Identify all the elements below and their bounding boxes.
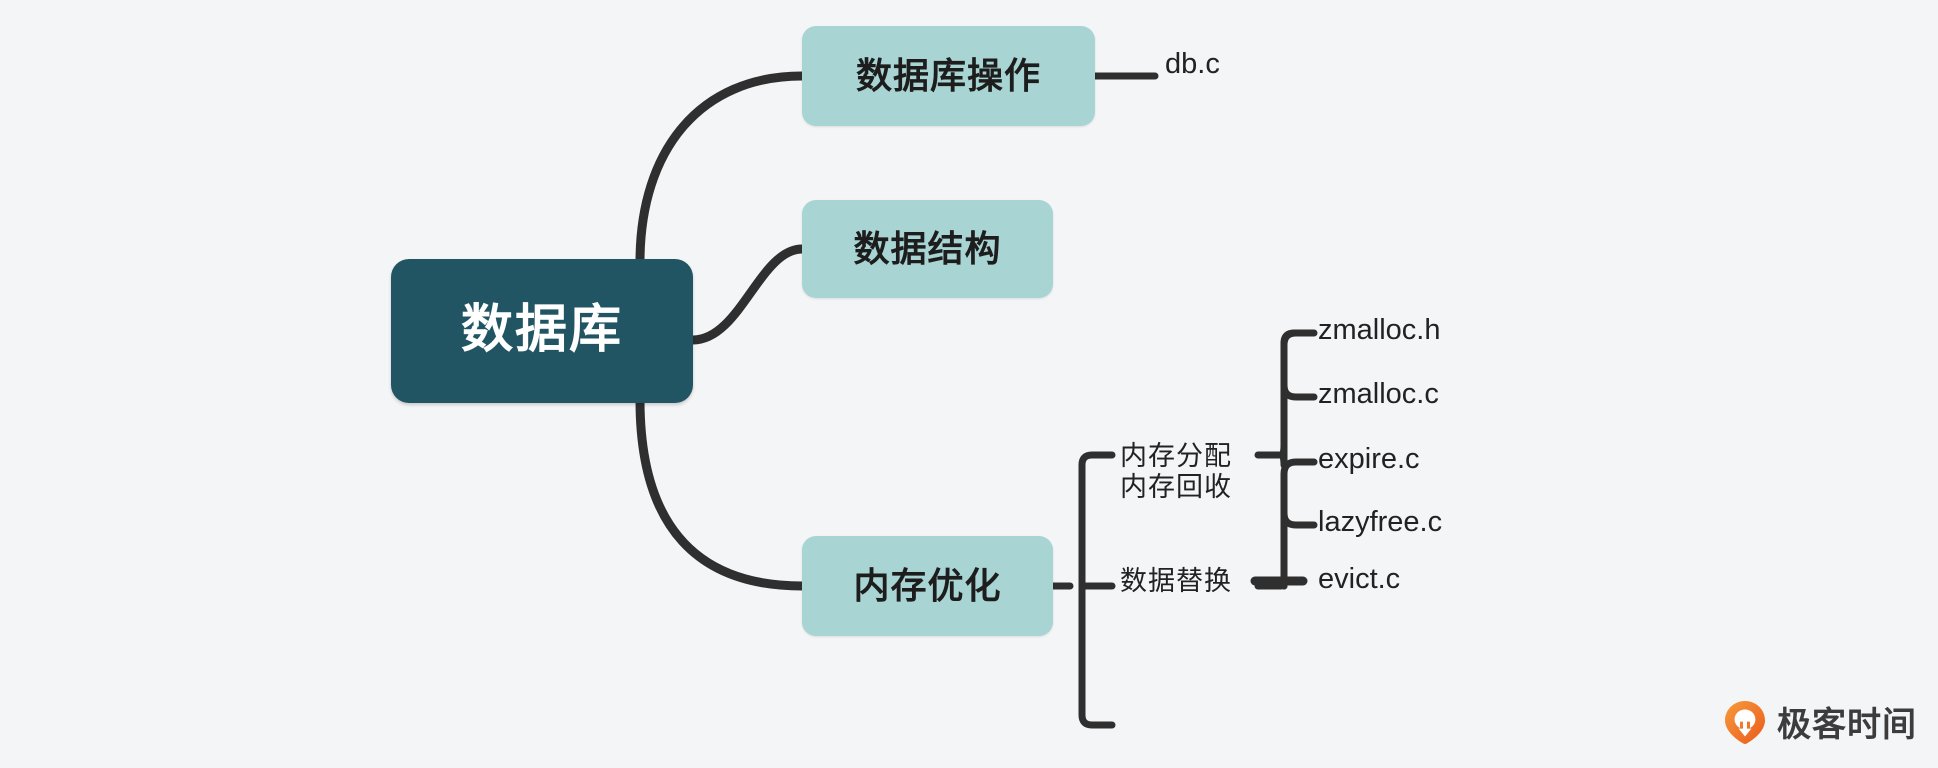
leaf-label-expire-c[interactable]: expire.c [1318,443,1420,475]
leaf-label-memory-allocation[interactable]: 内存分配 [1120,441,1232,471]
brand-logo: 极客时间 [1722,697,1917,746]
leaf-label-lazyfree-c[interactable]: lazyfree.c [1318,506,1443,538]
leaf-label-db-c[interactable]: db.c [1165,48,1220,80]
wire-trunk-vertical [1078,451,1116,729]
location-pin-arrow-icon [1722,699,1768,745]
leaf-label-zmalloc-c[interactable]: zmalloc.c [1318,378,1439,410]
branch-node-database-operations[interactable]: 数据库操作 [802,26,1095,126]
wire-memalloc-brace-lower [1280,381,1318,459]
brand-logo-text: 极客时间 [1777,705,1917,745]
leaf-label-data-replacement[interactable]: 数据替换 [1120,566,1232,596]
wire-memrec-brace-upper [1280,458,1318,590]
branch-node-data-structure[interactable]: 数据结构 [802,200,1053,298]
leaf-label-zmalloc-h[interactable]: zmalloc.h [1318,314,1441,346]
wire-memalloc-brace [1277,329,1316,469]
branch-node-memory-optimization[interactable]: 内存优化 [802,536,1053,636]
wire-root-to-dbops [635,71,807,267]
leaf-label-evict-c[interactable]: evict.c [1318,563,1401,595]
root-node-database[interactable]: 数据库 [391,259,693,403]
wire-memalloc-brace-upper [1280,329,1318,459]
wire-root-to-memopt [635,395,807,591]
wire-root-to-dsstruct [688,244,807,345]
wire-memrec-brace-lower [1280,509,1318,590]
leaf-label-memory-reclaim[interactable]: 内存回收 [1120,472,1232,502]
